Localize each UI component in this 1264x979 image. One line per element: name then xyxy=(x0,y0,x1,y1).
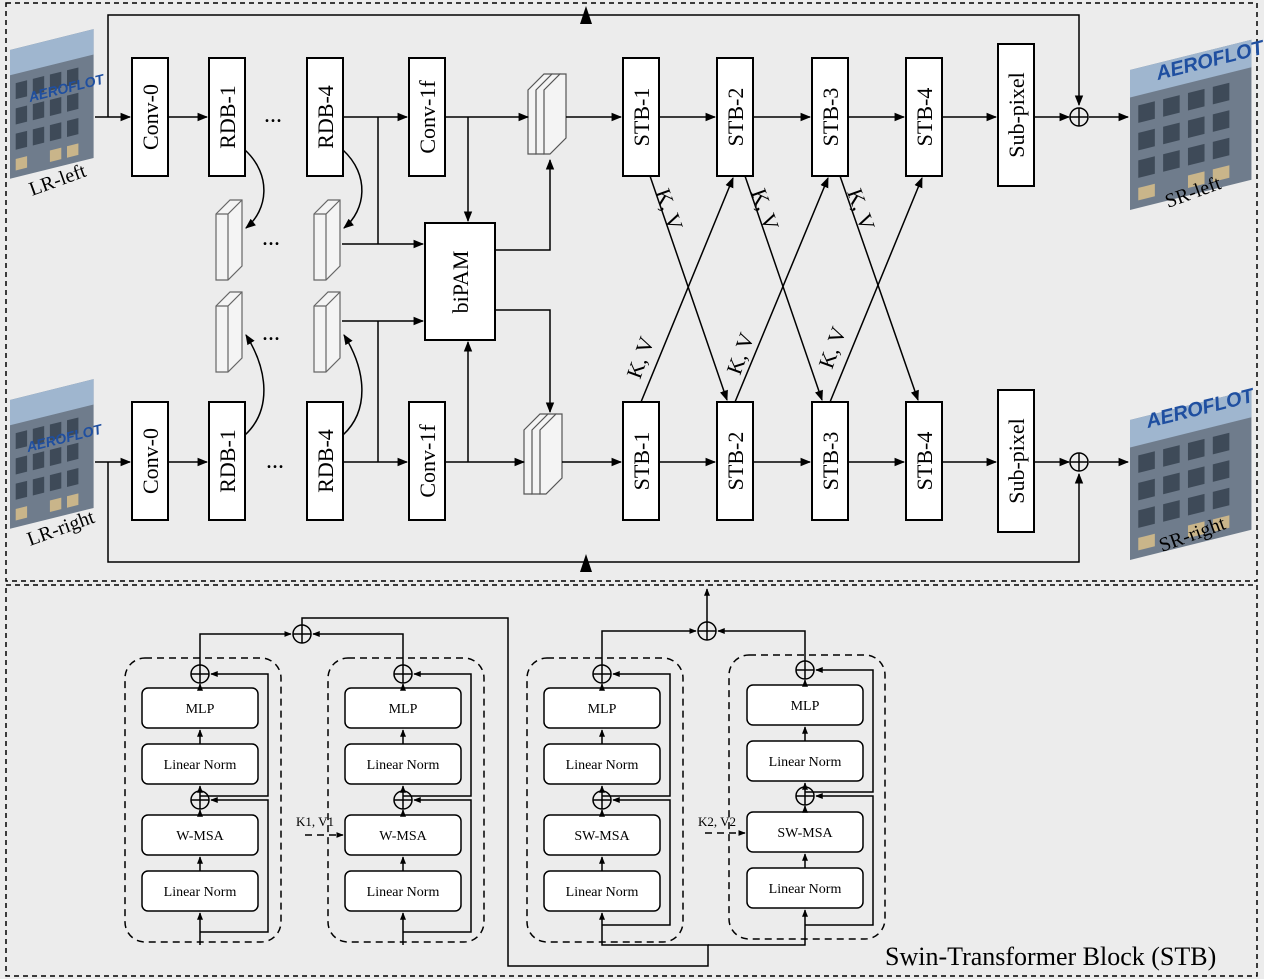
block-rdb1-bottom: RDB-1 xyxy=(208,401,246,521)
stb4-top-label: STB-4 xyxy=(912,88,937,147)
kv-label-3: K, V xyxy=(842,185,880,233)
stb3-bottom-label: STB-3 xyxy=(818,432,843,491)
linear-norm-2a: Linear Norm xyxy=(367,758,440,773)
top-row-connections xyxy=(95,6,1130,127)
kv-label-4: K, V xyxy=(621,333,659,381)
bottom-row-connections xyxy=(95,452,1130,572)
ellipsis-mid-1: ... xyxy=(262,225,280,251)
mlp-1: MLP xyxy=(186,702,215,717)
mlp-3: MLP xyxy=(588,702,617,717)
stb4-bottom-label: STB-4 xyxy=(912,432,937,491)
stb-group-2-boxes: MLP Linear Norm W-MSA Linear Norm xyxy=(344,687,462,912)
conv1f-top-label: Conv-1f xyxy=(415,80,440,154)
skip-arrow-bottom xyxy=(580,554,592,572)
feature-slab-mid-2 xyxy=(313,199,341,281)
block-conv1f-bottom: Conv-1f xyxy=(408,401,446,521)
block-stb3-bottom: STB-3 xyxy=(811,401,849,521)
subpixel-top-label: Sub-pixel xyxy=(1004,72,1029,158)
rdb1-bottom-label: RDB-1 xyxy=(215,429,240,493)
block-stb4-bottom: STB-4 xyxy=(905,401,943,521)
wmsa-1: W-MSA xyxy=(176,829,224,844)
stb-panel-title: Swin-Transformer Block (STB) xyxy=(885,942,1216,971)
block-stb2-top: STB-2 xyxy=(716,57,754,177)
concat-slab-top xyxy=(527,73,567,155)
lr-right-image xyxy=(10,379,94,529)
ellipsis-mid-2: ... xyxy=(262,320,280,346)
kv-label-1: K, V xyxy=(650,185,688,233)
stb-group-3 xyxy=(526,657,684,943)
block-stb1-top: STB-1 xyxy=(622,57,660,177)
block-rdb1-top: RDB-1 xyxy=(208,57,246,177)
block-rdb4-top: RDB-4 xyxy=(306,57,344,177)
feature-slab-mid-1 xyxy=(215,199,243,281)
feature-slab-mid-3 xyxy=(215,291,243,373)
ellipsis-bottom: ... xyxy=(266,448,284,474)
linear-norm-3b: Linear Norm xyxy=(566,885,639,900)
linear-norm-2b: Linear Norm xyxy=(367,885,440,900)
block-stb3-top: STB-3 xyxy=(811,57,849,177)
conv0-bottom-label: Conv-0 xyxy=(138,428,163,494)
swmsa-4: SW-MSA xyxy=(777,826,833,841)
wmsa-2: W-MSA xyxy=(379,829,427,844)
swmsa-3: SW-MSA xyxy=(574,829,630,844)
stb-sum-nodes xyxy=(190,621,815,810)
linear-norm-1a: Linear Norm xyxy=(164,758,237,773)
block-stb1-bottom: STB-1 xyxy=(622,401,660,521)
block-subpixel-top: Sub-pixel xyxy=(997,43,1035,187)
rdb4-bottom-label: RDB-4 xyxy=(313,429,338,493)
block-stb2-bottom: STB-2 xyxy=(716,401,754,521)
subpixel-bottom-label: Sub-pixel xyxy=(1004,418,1029,504)
skip-arrow-top xyxy=(580,6,592,24)
stb-group-2 xyxy=(327,657,485,943)
stb2-bottom-label: STB-2 xyxy=(723,432,748,491)
stb3-top-label: STB-3 xyxy=(818,88,843,147)
feature-connections xyxy=(244,117,555,462)
stb2-top-label: STB-2 xyxy=(723,88,748,147)
ellipsis-top: ... xyxy=(264,102,282,128)
block-subpixel-bottom: Sub-pixel xyxy=(997,389,1035,533)
stb1-top-label: STB-1 xyxy=(629,88,654,147)
kv-label-5: K, V xyxy=(721,329,759,377)
conv0-top-label: Conv-0 xyxy=(138,84,163,150)
stb-group-4-boxes: MLP Linear Norm SW-MSA Linear Norm xyxy=(746,684,864,909)
stb-internal-connections xyxy=(197,588,874,967)
stb1-bottom-label: STB-1 xyxy=(629,432,654,491)
conv1f-bottom-label: Conv-1f xyxy=(415,424,440,498)
block-conv0-bottom: Conv-0 xyxy=(131,401,169,521)
block-stb4-top: STB-4 xyxy=(905,57,943,177)
linear-norm-3a: Linear Norm xyxy=(566,758,639,773)
network-panel xyxy=(5,2,1258,582)
linear-norm-4a: Linear Norm xyxy=(769,755,842,770)
block-conv1f-top: Conv-1f xyxy=(408,57,446,177)
mlp-2: MLP xyxy=(389,702,418,717)
feature-slab-mid-4 xyxy=(313,291,341,373)
block-rdb4-bottom: RDB-4 xyxy=(306,401,344,521)
stb-group-3-boxes: MLP Linear Norm SW-MSA Linear Norm xyxy=(543,687,661,912)
block-conv0-top: Conv-0 xyxy=(131,57,169,177)
linear-norm-4b: Linear Norm xyxy=(769,882,842,897)
stb-group-4 xyxy=(728,654,886,940)
stb-group-1-boxes: MLP Linear Norm W-MSA Linear Norm xyxy=(141,687,259,912)
lr-left-image xyxy=(10,29,94,179)
kv1-label: K1, V1 xyxy=(296,814,334,829)
stb-panel xyxy=(5,584,1258,977)
kv-cross-connections xyxy=(640,175,923,403)
bipam-label: biPAM xyxy=(448,251,473,314)
linear-norm-1b: Linear Norm xyxy=(164,885,237,900)
stb-group-1 xyxy=(124,657,282,943)
concat-slab-bottom xyxy=(523,413,563,495)
mlp-4: MLP xyxy=(791,699,820,714)
rdb4-top-label: RDB-4 xyxy=(313,85,338,149)
kv2-label: K2, V2 xyxy=(698,814,736,829)
rdb1-top-label: RDB-1 xyxy=(215,85,240,149)
block-bipam: biPAM xyxy=(424,222,496,341)
kv-label-2: K, V xyxy=(746,185,784,233)
